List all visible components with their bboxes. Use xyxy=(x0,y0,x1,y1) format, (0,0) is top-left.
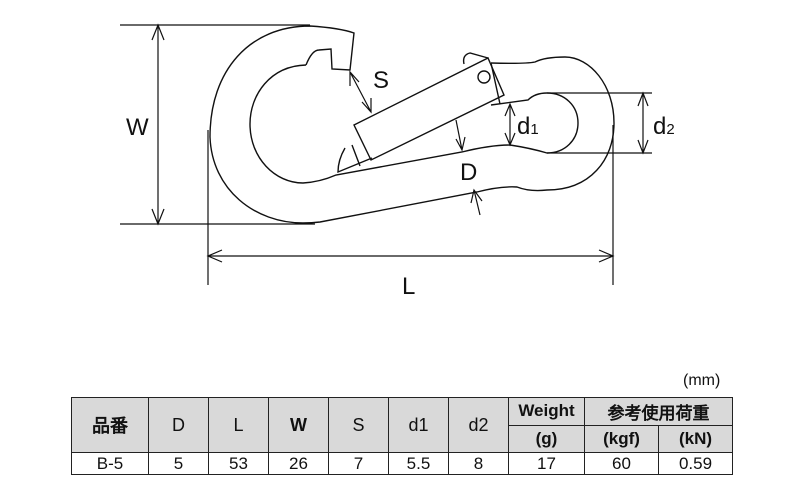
header-s: S xyxy=(328,397,389,453)
cell-d: 5 xyxy=(148,452,209,475)
hook-inner xyxy=(249,64,579,184)
cell-d1: 5.5 xyxy=(388,452,449,475)
header-part-no: 品番 xyxy=(71,397,149,453)
cell-weight: 17 xyxy=(508,452,585,475)
label-d: D xyxy=(460,159,477,186)
header-load-kgf: (kgf) xyxy=(584,424,659,453)
cell-kgf: 60 xyxy=(584,452,659,475)
dimension-lines xyxy=(120,23,652,285)
cell-s: 7 xyxy=(328,452,389,475)
gate xyxy=(353,57,505,161)
cell-kn: 0.59 xyxy=(658,452,733,475)
label-s: S xyxy=(373,67,389,94)
gate-end xyxy=(337,144,373,174)
header-weight-unit: (g) xyxy=(508,424,585,453)
carabiner-diagram: W S L D d1 d2 xyxy=(120,23,675,300)
unit-label: (mm) xyxy=(683,372,721,389)
label-d1: d1 xyxy=(517,113,539,140)
table-row: B-5 5 53 26 7 5.5 8 17 60 0.59 xyxy=(71,452,733,475)
label-w: W xyxy=(126,114,149,141)
spec-table: 品番 D L W S d1 d2 Weight 参考使用荷重 (g) (kgf)… xyxy=(71,397,733,475)
header-load: 参考使用荷重 xyxy=(584,397,733,426)
gate-pin xyxy=(477,70,491,84)
cell-l: 53 xyxy=(208,452,269,475)
label-l: L xyxy=(402,273,415,300)
header-l: L xyxy=(208,397,269,453)
gate-hinge xyxy=(462,52,501,105)
cell-w: 26 xyxy=(268,452,329,475)
header-weight: Weight xyxy=(508,397,585,426)
header-d2: d2 xyxy=(448,397,509,453)
hook-outline xyxy=(209,25,615,224)
label-d2: d2 xyxy=(653,113,675,140)
cell-d2: 8 xyxy=(448,452,509,475)
header-w: W xyxy=(268,397,329,453)
cell-part-no: B-5 xyxy=(71,452,149,475)
header-d1: d1 xyxy=(388,397,449,453)
header-d: D xyxy=(148,397,209,453)
header-load-kn: (kN) xyxy=(658,424,733,453)
